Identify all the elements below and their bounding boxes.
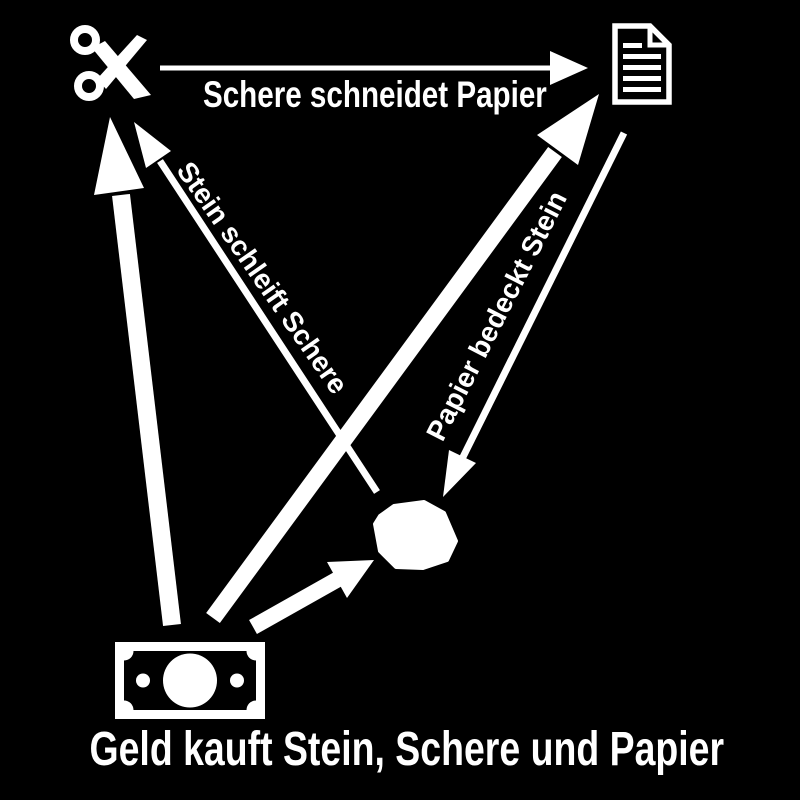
- caption-money-buys-all: Geld kauft Stein, Schere und Papier: [0, 722, 800, 777]
- rock-icon: [373, 500, 458, 570]
- caption-money-buys-all-text: Geld kauft Stein, Schere und Papier: [89, 723, 725, 776]
- arrow-money-to-paper: [206, 94, 599, 624]
- arrow-paper-to-rock: [443, 131, 628, 497]
- arrow-money-to-scissors: [94, 117, 181, 627]
- label-scissors-cuts-paper-text: Schere schneidet Papier: [202, 74, 547, 115]
- arrow-rock-to-scissors: [134, 122, 380, 494]
- arrow-money-to-rock: [249, 560, 374, 634]
- label-scissors-cuts-paper: Schere schneidet Papier: [160, 74, 560, 116]
- paper-icon: [612, 23, 672, 105]
- arrow-scissors-to-paper: [160, 51, 588, 85]
- money-icon: [115, 642, 265, 719]
- scissors-icon: [70, 25, 151, 101]
